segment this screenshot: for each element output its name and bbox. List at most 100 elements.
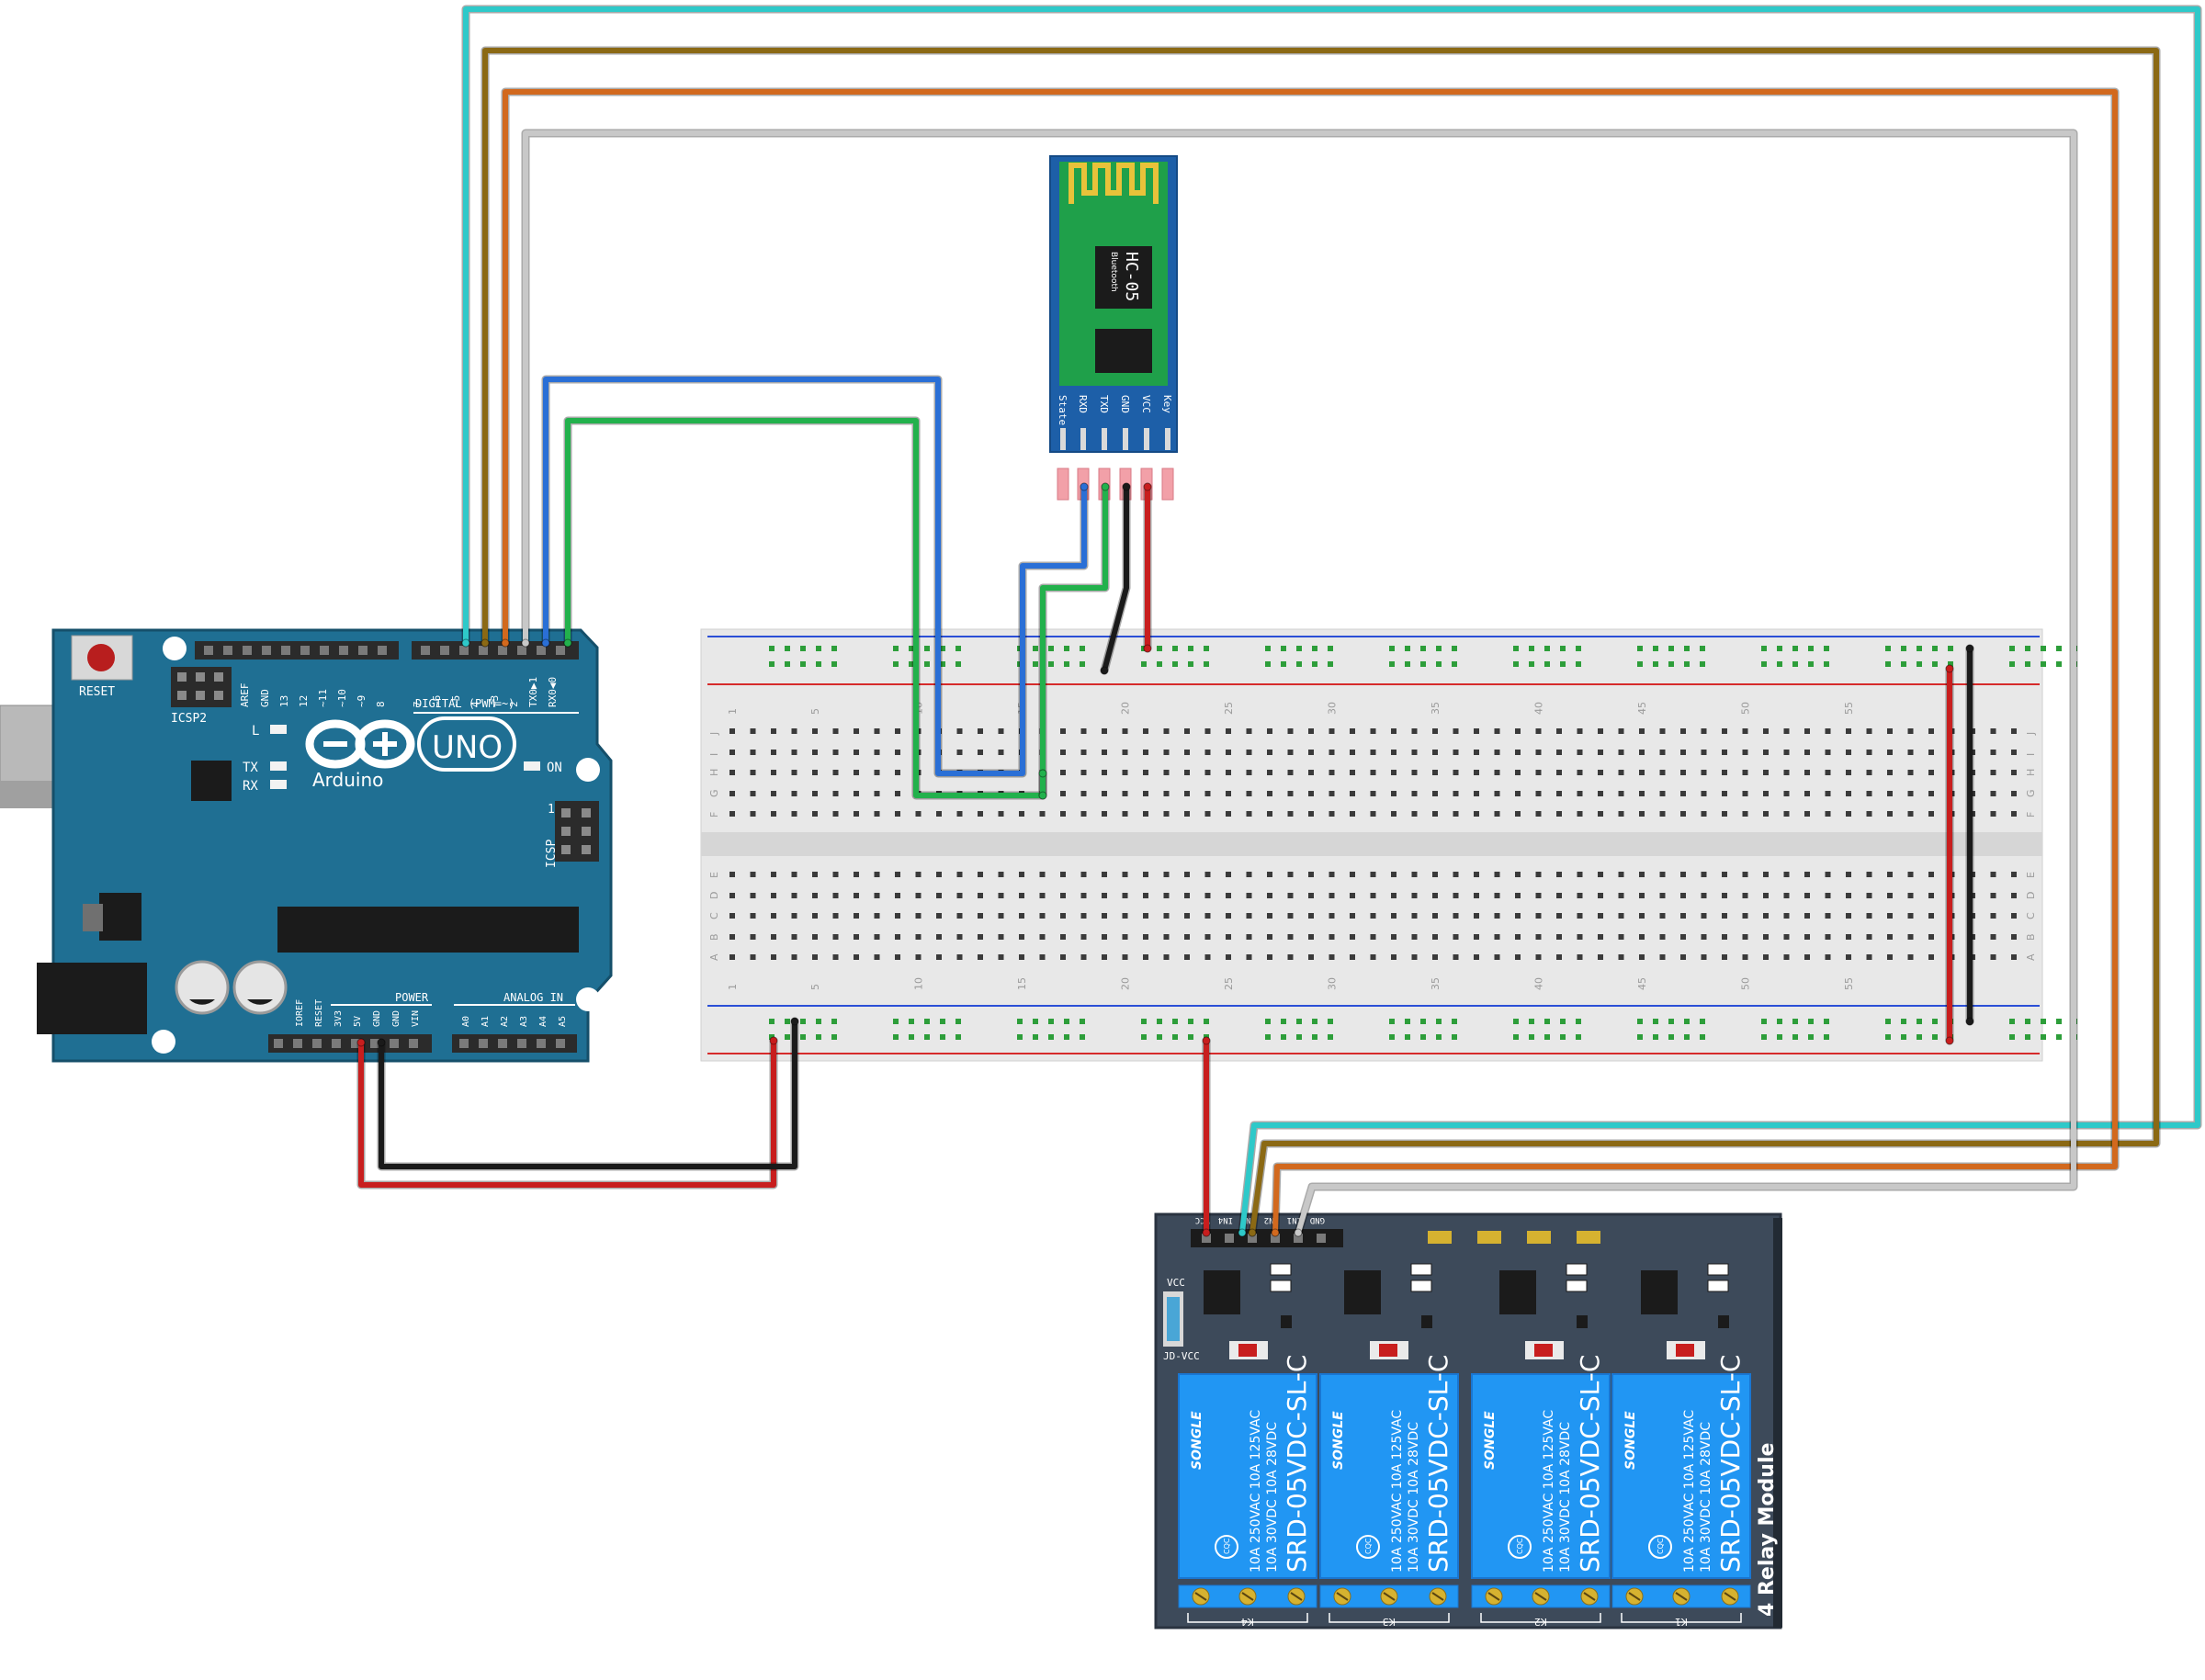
breadboard-hole [1226,954,1231,960]
screw-slot [1241,1592,1254,1601]
breadboard-hole [1267,770,1272,775]
breadboard-hole [1184,954,1190,960]
breadboard-hole [1370,728,1376,734]
power-pin-label: VIN [411,1010,421,1027]
breadboard-hole [1722,893,1727,898]
row-label-left: E [708,872,720,878]
rail-hole [1017,1019,1023,1024]
rail-hole [1684,646,1690,651]
breadboard-hole [1990,728,1996,734]
wire-red-5v-rail [358,1038,776,1188]
breadboard-hole [1866,913,1872,919]
wire-end [501,638,510,648]
breadboard-hole [1432,934,1438,940]
breadboard-hole [1742,934,1748,940]
breadboard-hole [1080,954,1087,960]
power-pin-label: GND [391,1010,401,1027]
rail-hole [1560,1034,1566,1040]
breadboard-hole [1639,750,1645,755]
breadboard-hole [1598,791,1603,796]
breadboard-hole [729,811,735,817]
rail-hole [1420,1019,1426,1024]
rail-hole [1668,1034,1674,1040]
breadboard-hole [1598,954,1603,960]
column-number-bottom: 45 [1636,977,1648,990]
breadboard-hole [1783,770,1790,775]
breadboard-hole [1122,934,1128,940]
breadboard-hole [956,811,963,817]
pin-socket [320,646,329,655]
breadboard-hole [1453,791,1459,796]
breadboard-hole [1308,934,1314,940]
rail-hole [769,661,775,667]
breadboard-hole [1370,893,1376,898]
breadboard-hole [1639,872,1645,877]
screw-slot [1383,1592,1396,1601]
digital-pin-label: TX0▶1 [527,677,539,707]
breadboard-hole [1742,728,1748,734]
breadboard-hole [1618,913,1624,919]
breadboard-hole [791,872,797,877]
breadboard-hole [791,893,797,898]
reset-button-cap[interactable] [87,644,115,671]
breadboard-hole [832,954,839,960]
center-channel [701,832,2042,856]
digital-pin-label: 8 [375,701,387,707]
breadboard-hole [998,811,1004,817]
breadboard-hole [1329,728,1335,734]
capacitor [232,960,288,1015]
breadboard-hole [1763,934,1769,940]
rail-hole [1576,646,1581,651]
pin-socket [459,646,469,655]
breadboard-hole [1122,728,1128,734]
rail-hole [1265,646,1271,651]
hc05-pin-label: TXD [1098,395,1110,413]
breadboard-hole [1163,770,1170,775]
breadboard-hole [1990,913,1996,919]
column-number-top: 35 [1430,702,1442,715]
breadboard-hole [1556,893,1562,898]
breadboard-hole [1122,770,1128,775]
rail-hole [1389,661,1395,667]
breadboard-hole [1515,811,1521,817]
breadboard-hole [771,750,776,755]
rail-hole [831,1034,837,1040]
breadboard-hole [1329,893,1335,898]
breadboard-hole [1391,893,1396,898]
breadboard-hole [1639,811,1645,817]
breadboard-hole [1163,893,1170,898]
indicator-led [1477,1231,1501,1244]
rail-hole [1141,1019,1147,1024]
breadboard-hole [1287,728,1294,734]
breadboard-hole [1080,872,1087,877]
breadboard-hole [1742,893,1748,898]
breadboard-hole [1701,811,1707,817]
rail-hole [2056,1034,2062,1040]
power-pin-label: IOREF [295,999,305,1027]
breadboard-hole [978,750,983,755]
breadboard-hole [1577,913,1583,919]
breadboard-hole [1204,893,1211,898]
breadboard-hole [1515,770,1521,775]
breadboard-hole [1680,893,1686,898]
breadboard-hole [1370,954,1376,960]
pin-socket [281,646,290,655]
rail-hole [1917,661,1922,667]
rail-hole [1436,1019,1442,1024]
breadboard-hole [1350,934,1355,940]
breadboard-hole [1287,770,1294,775]
breadboard-hole [1577,954,1583,960]
rail-hole [1265,1019,1271,1024]
digital-pin-label: ~10 [336,689,348,707]
breadboard-hole [750,750,756,755]
breadboard-hole [1866,954,1872,960]
digital-pin-label: ~11 [317,689,329,707]
breadboard-hole [1411,954,1418,960]
digital-pin-label: ~9 [356,695,368,707]
rail-hole [785,1019,790,1024]
breadboard-hole [1535,728,1542,734]
column-number-top: 40 [1533,702,1545,715]
dc-power-jack [37,963,147,1034]
rail-hole [1328,1019,1333,1024]
breadboard-hole [1453,811,1459,817]
